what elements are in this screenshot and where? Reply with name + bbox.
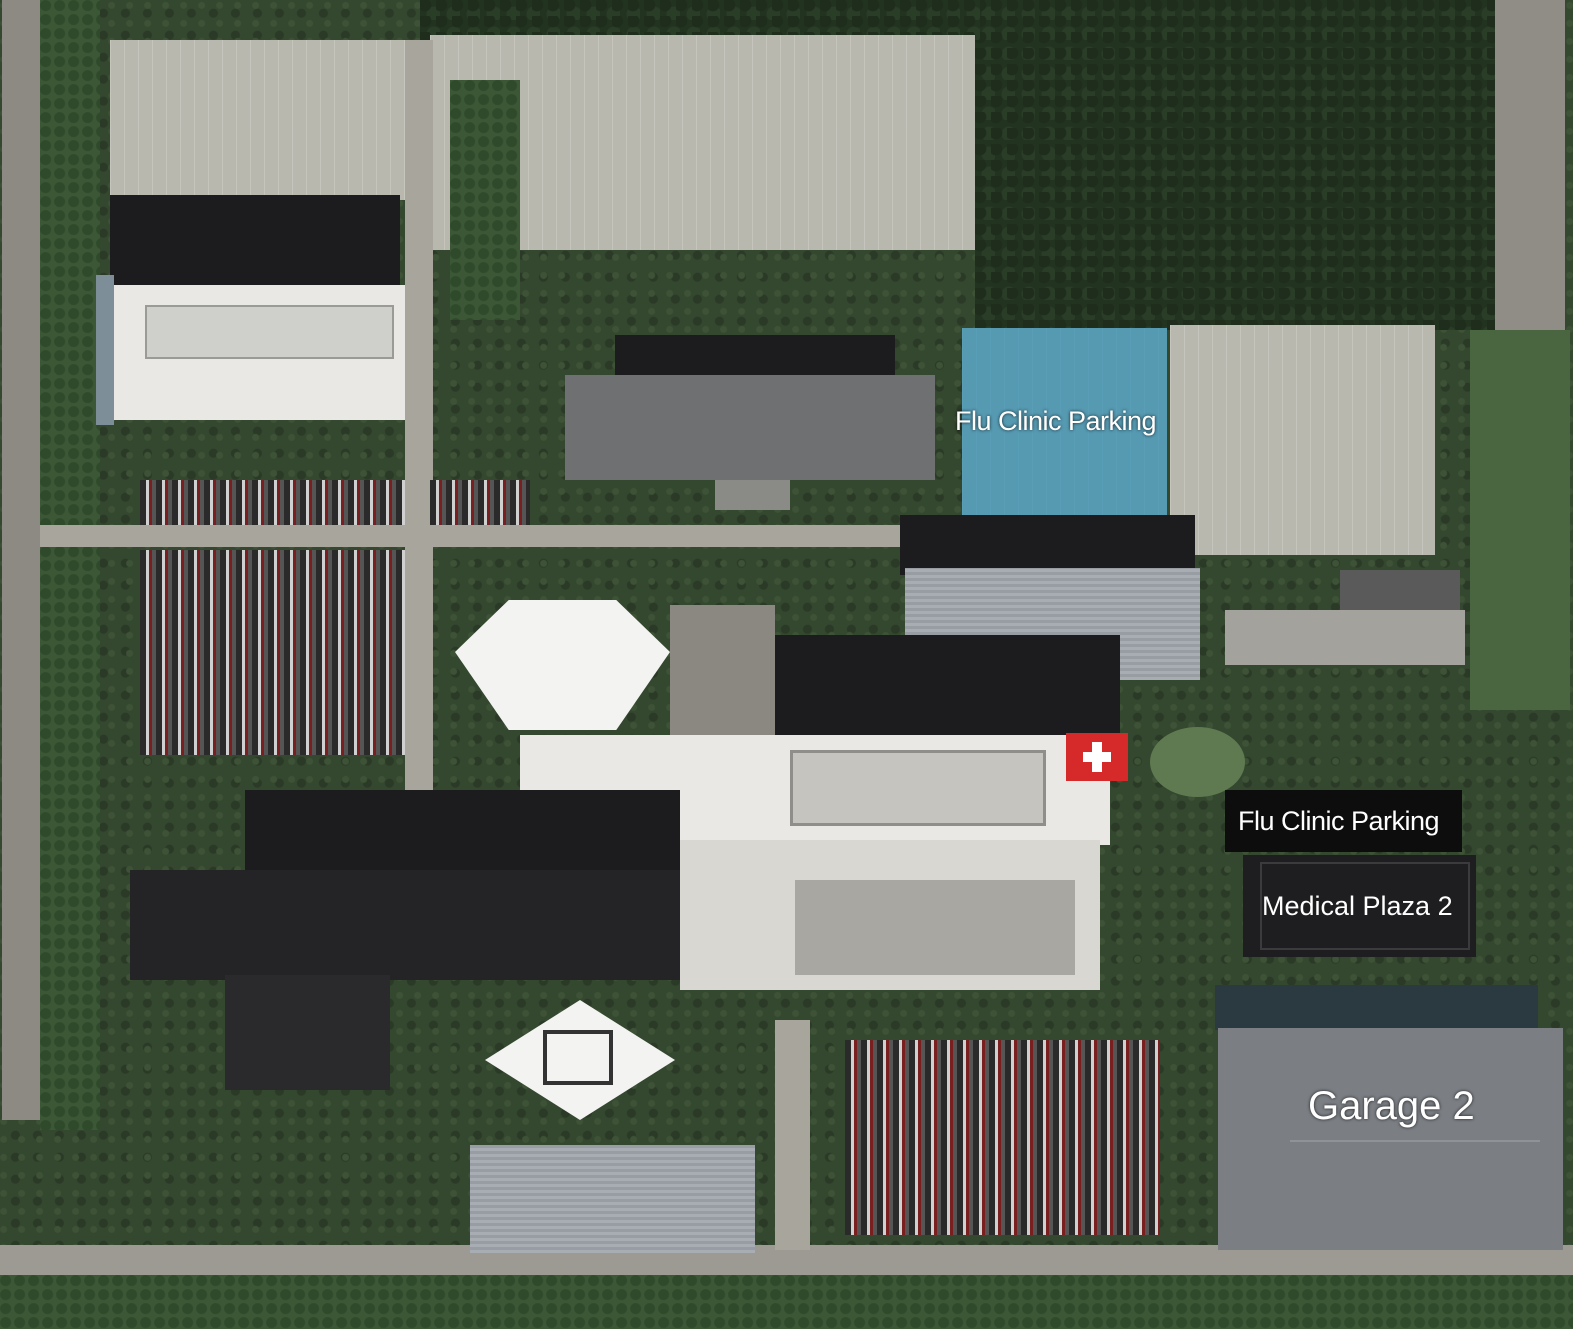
building-northwest-rooftop-equipment — [145, 305, 394, 359]
parking-lot-south — [845, 1040, 1160, 1235]
flu-clinic-parking-label-north: Flu Clinic Parking — [955, 406, 1157, 436]
parking-lot-west-2 — [140, 550, 405, 755]
road-south — [0, 1245, 1573, 1275]
flu-clinic-parking-highlight[interactable] — [962, 328, 1167, 523]
hospital-west-wing — [245, 790, 680, 880]
parking-lot-north — [430, 35, 975, 250]
building-northwest-glass — [96, 275, 114, 425]
tree-islands-north-lot — [450, 80, 520, 320]
hospital-west-wing-lower — [130, 870, 680, 980]
parking-lot-east — [1170, 325, 1435, 555]
hospital-central-shadow — [745, 635, 1120, 735]
medical-plaza-2-building[interactable] — [1243, 855, 1476, 957]
building-east-annex — [1225, 610, 1465, 665]
hospital-southwest-block — [225, 975, 390, 1090]
parking-lot-center-west — [430, 480, 530, 525]
road-south-connector — [775, 1020, 810, 1250]
garage-2-roof-seam — [1290, 1140, 1540, 1142]
highway-east-verge — [1470, 330, 1570, 710]
parking-lot-west-1 — [140, 480, 405, 525]
building-northwest-shadow — [110, 195, 400, 290]
flu-clinic-parking-east-badge[interactable] — [1225, 790, 1462, 852]
forest-north-strip — [420, 0, 980, 40]
building-south-metal — [470, 1145, 755, 1253]
hospital-main-roof-detail — [790, 750, 1046, 826]
flu-clinic-parking-label-east: Flu Clinic Parking — [1238, 806, 1440, 836]
building-east-equipment — [1340, 570, 1460, 610]
medical-plaza-2-label: Medical Plaza 2 — [1262, 891, 1453, 921]
building-cross-shaped — [455, 600, 670, 730]
road-inner-vertical — [405, 40, 433, 800]
roundabout-green — [1150, 727, 1245, 797]
medical-plaza-2-roof-inner — [1260, 862, 1470, 950]
forest-northeast — [975, 0, 1495, 330]
highway-west — [2, 0, 40, 1120]
trees-south — [0, 1275, 1573, 1329]
building-central-north-roof — [565, 375, 935, 480]
garage-2-label: Garage 2 — [1308, 1084, 1475, 1128]
garage-2-shadow — [1215, 985, 1538, 1030]
building-central-north-entry — [715, 480, 790, 510]
garage-2-building[interactable] — [1218, 1028, 1563, 1250]
building-central-north-shadow — [615, 335, 895, 380]
building-central-roof-a — [670, 605, 775, 735]
trees-west-strip — [40, 0, 100, 1130]
road-inner-west — [40, 525, 940, 547]
parking-lot-northwest — [110, 40, 430, 200]
building-diamond-rooftop — [543, 1030, 613, 1085]
hospital-tower-north-shadow — [900, 515, 1195, 575]
helipad-cross-icon — [1083, 742, 1111, 772]
hospital-main-roof-b-detail — [795, 880, 1075, 975]
